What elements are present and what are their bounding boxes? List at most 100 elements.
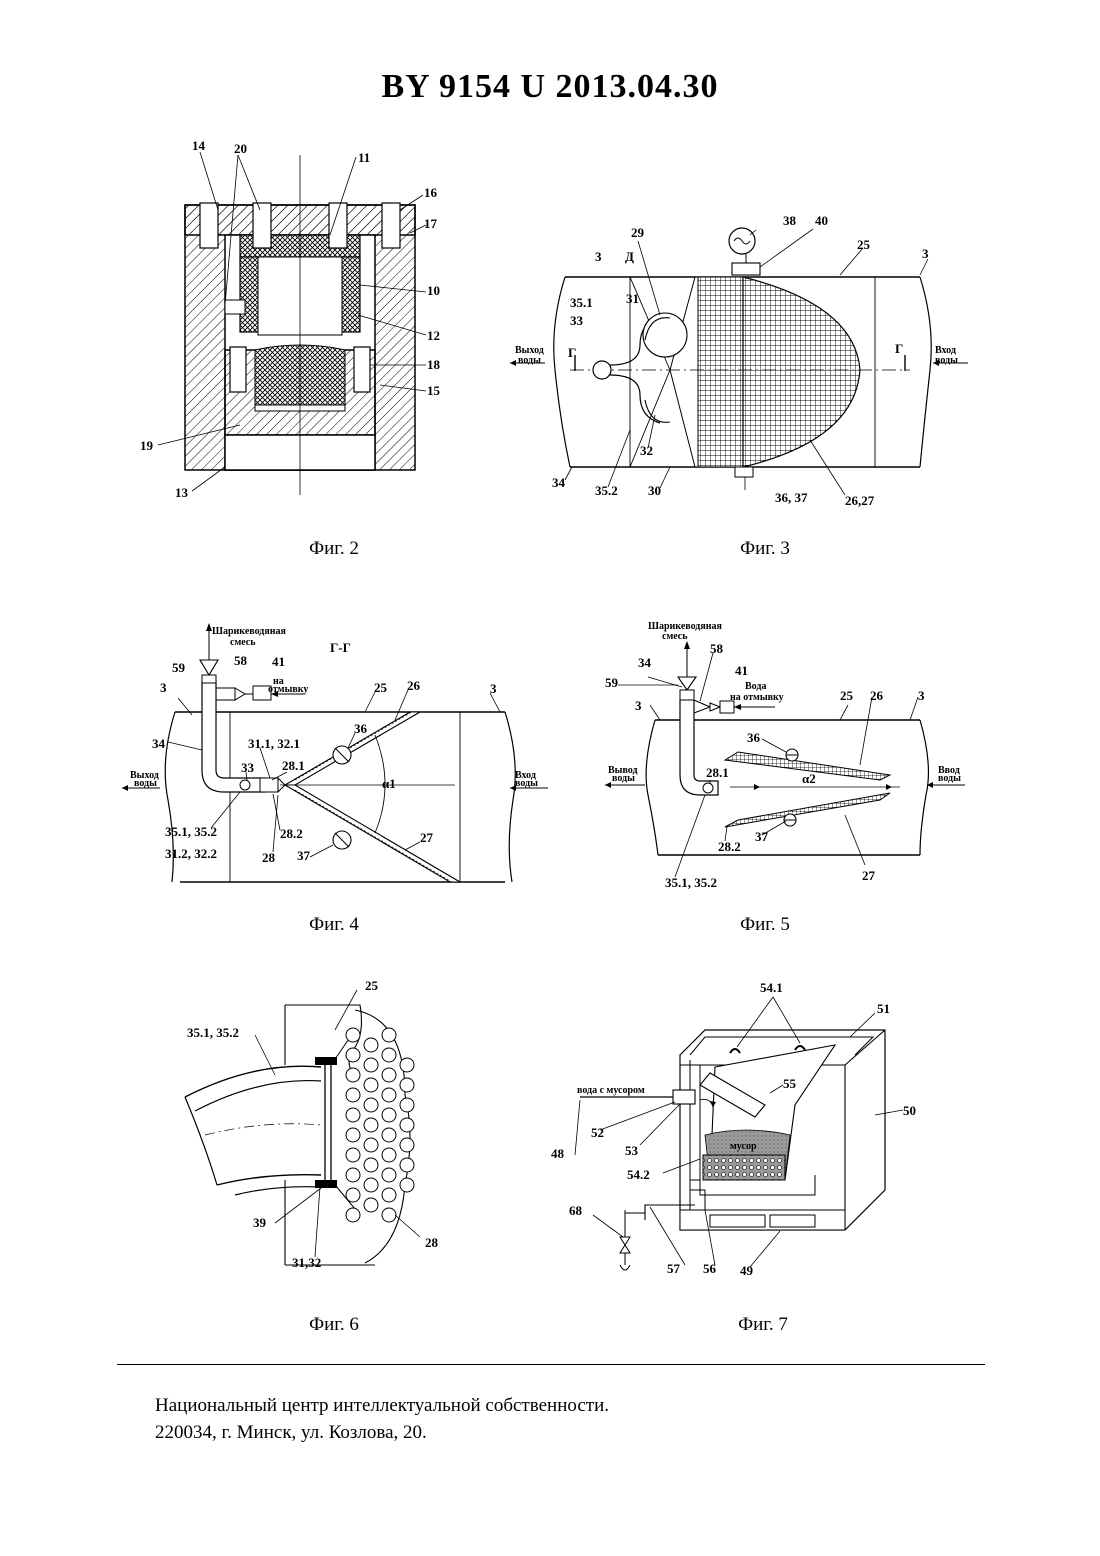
fig5-label-35-1: 35.1, 35.2 — [665, 875, 717, 890]
fig3-label-3b: 3 — [922, 246, 929, 261]
tube-hole — [346, 1148, 360, 1162]
fig3-label-29: 29 — [631, 225, 645, 240]
tube-hole — [364, 1178, 378, 1192]
fig5-label-37: 37 — [755, 829, 769, 844]
fig5-label-28-2: 28.2 — [718, 839, 741, 854]
fig5-wash-label-1: Вода — [745, 681, 766, 692]
footer-line-1: Национальный центр интеллектуальной собс… — [155, 1392, 609, 1419]
fig7-water-label: вода с мусором — [577, 1085, 645, 1096]
fig3-label-35-2: 35.2 — [595, 483, 618, 498]
fig7-label-57: 57 — [667, 1261, 681, 1276]
fig4-top-label-1: Шарикеводяная — [212, 626, 287, 637]
tube-hole — [382, 1048, 396, 1062]
fig5-label-41: 41 — [735, 663, 748, 678]
tube-hole — [382, 1028, 396, 1042]
fig4-label-28-2: 28.2 — [280, 826, 303, 841]
tube-hole — [364, 1098, 378, 1112]
fig7-label-56: 56 — [703, 1261, 717, 1276]
tube-hole — [400, 1098, 414, 1112]
tube-hole — [346, 1068, 360, 1082]
fig7-label-68: 68 — [569, 1203, 583, 1218]
fig6-label-39: 39 — [253, 1215, 267, 1230]
fig5-top-label-2: смесь — [662, 631, 688, 642]
figure-5-caption: Фиг. 5 — [665, 914, 865, 936]
tube-hole — [346, 1028, 360, 1042]
fig4-label-37: 37 — [297, 848, 311, 863]
fig4-label-33: 33 — [241, 760, 255, 775]
fig4-label-3a: 3 — [160, 680, 167, 695]
footer-divider — [117, 1364, 985, 1365]
figure-7: 54.1 51 55 50 52 53 48 54.2 68 57 56 49 … — [545, 975, 930, 1290]
tube-hole — [346, 1208, 360, 1222]
fig7-label-52: 52 — [591, 1125, 604, 1140]
fig3-label-30: 30 — [648, 483, 661, 498]
fig3-label-3a: 3 — [595, 249, 602, 264]
fig4-flow-out-2: воды — [134, 778, 157, 789]
figure-4-drawing: Шарикеводяная смесь Г-Г на отмывку 59 58… — [120, 620, 550, 895]
fig4-label-31-1: 31.1, 32.1 — [248, 736, 300, 751]
tube-hole — [364, 1138, 378, 1152]
tube-hole — [364, 1078, 378, 1092]
fig2-label-17: 17 — [424, 216, 438, 231]
tube-hole — [400, 1178, 414, 1192]
figure-2-drawing: 14 20 11 16 17 10 12 18 15 19 13 — [130, 135, 460, 520]
fig3-label-38: 38 — [783, 213, 797, 228]
fig4-label-27: 27 — [420, 830, 434, 845]
fig3-label-26-27: 26,27 — [845, 493, 875, 508]
tube-hole — [382, 1148, 396, 1162]
figure-2: 14 20 11 16 17 10 12 18 15 19 13 — [130, 135, 460, 520]
tube-hole — [382, 1128, 396, 1142]
tube-hole — [382, 1188, 396, 1202]
tube-hole — [364, 1038, 378, 1052]
tube-hole — [400, 1138, 414, 1152]
tube-hole — [382, 1068, 396, 1082]
fig2-label-14: 14 — [192, 138, 206, 153]
tube-hole — [382, 1108, 396, 1122]
fig7-label-50: 50 — [903, 1103, 916, 1118]
figure-5-drawing: Шарикеводяная смесь Вода на отмывку 34 5… — [600, 615, 970, 895]
fig3-label-36-37: 36, 37 — [775, 490, 808, 505]
fig4-section-label: Г-Г — [330, 640, 351, 655]
fig2-label-13: 13 — [175, 485, 189, 500]
fig5-label-28-1: 28.1 — [706, 765, 729, 780]
fig2-label-18: 18 — [427, 357, 441, 372]
tube-hole — [346, 1088, 360, 1102]
tube-hole — [382, 1088, 396, 1102]
figure-5: Шарикеводяная смесь Вода на отмывку 34 5… — [600, 615, 970, 895]
fig3-label-31: 31 — [626, 291, 639, 306]
fig6-label-28: 28 — [425, 1235, 439, 1250]
fig5-label-36: 36 — [747, 730, 761, 745]
fig3-label-D: Д — [625, 249, 634, 264]
tube-hole — [382, 1208, 396, 1222]
fig6-label-25: 25 — [365, 978, 379, 993]
fig6-label-31-32: 31,32 — [292, 1255, 321, 1270]
fig4-label-25: 25 — [374, 680, 388, 695]
tube-hole — [364, 1118, 378, 1132]
fig5-label-26: 26 — [870, 688, 884, 703]
figure-4-caption: Фиг. 4 — [234, 914, 434, 936]
tube-hole — [346, 1188, 360, 1202]
fig7-label-51: 51 — [877, 1001, 890, 1016]
fig7-label-53: 53 — [625, 1143, 639, 1158]
fig5-label-34: 34 — [638, 655, 652, 670]
fig3-label-40: 40 — [815, 213, 828, 228]
figure-4: Шарикеводяная смесь Г-Г на отмывку 59 58… — [120, 620, 550, 895]
fig2-label-10: 10 — [427, 283, 440, 298]
fig4-label-alpha1: α1 — [382, 776, 396, 791]
tube-hole — [346, 1048, 360, 1062]
fig4-wash-label-2: отмывку — [268, 684, 308, 695]
tube-hole — [400, 1158, 414, 1172]
fig5-label-3a: 3 — [635, 698, 642, 713]
patent-header: BY 9154 U 2013.04.30 — [0, 68, 1100, 106]
figure-2-caption: Фиг. 2 — [234, 538, 434, 560]
tube-hole — [364, 1158, 378, 1172]
tube-hole — [346, 1128, 360, 1142]
fig4-label-35-1: 35.1, 35.2 — [165, 824, 217, 839]
footer-line-2: 220034, г. Минск, ул. Козлова, 20. — [155, 1419, 609, 1446]
figure-7-drawing: 54.1 51 55 50 52 53 48 54.2 68 57 56 49 … — [545, 975, 930, 1290]
fig4-top-label-2: смесь — [230, 637, 256, 648]
figure-3: 29 Д 38 40 25 3 3 35.1 31 33 Г Г 34 32 3… — [510, 205, 970, 515]
fig3-label-33: 33 — [570, 313, 584, 328]
figure-6-drawing: 25 35.1, 35.2 39 31,32 28 — [175, 975, 465, 1285]
fig2-label-19: 19 — [140, 438, 154, 453]
